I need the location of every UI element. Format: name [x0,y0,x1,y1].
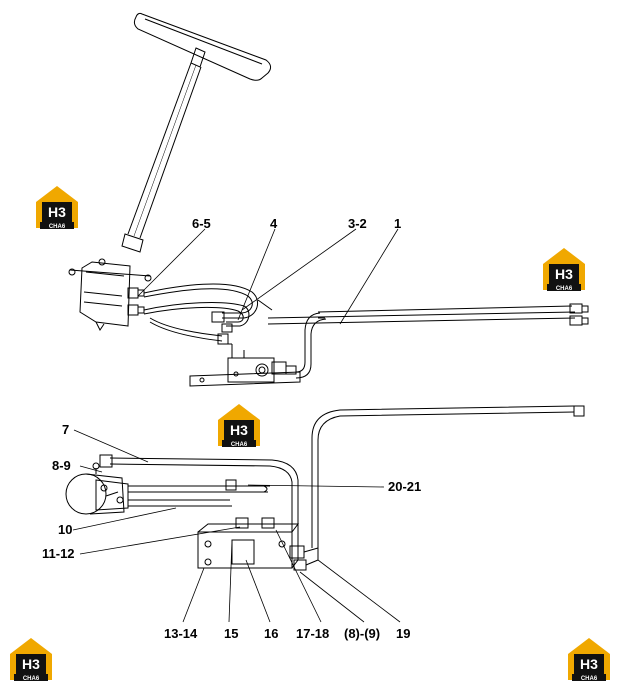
label-20-21: 20-21 [388,479,421,494]
upper-valve-block [189,343,301,387]
label-8-9-paren: (8)-(9) [344,626,380,641]
watermark-logo: H3 CHA6 [566,636,612,682]
lower-valve-block [197,517,319,571]
logo-text-top: H3 [230,422,248,438]
watermark-logo: H3 CHA6 [34,184,80,230]
logo-text-top: H3 [22,656,40,672]
motor-head [65,462,270,515]
watermark-logo: H3 CHA6 [8,636,54,682]
logo-text-bottom: CHA6 [23,676,40,682]
steering-wheel [133,12,272,81]
label-11-12: 11-12 [42,546,75,561]
logo-text-bottom: CHA6 [581,676,598,682]
upper-hose-loops [143,283,273,345]
label-3-2: 3-2 [348,216,367,231]
part-labels: 6-5 4 3-2 1 7 8-9 20-21 10 11-12 13-14 1… [42,216,421,641]
label-15: 15 [224,626,238,641]
logo-text-bottom: CHA6 [556,286,573,292]
label-8-9: 8-9 [52,458,71,473]
steering-gear-unit [68,258,152,331]
steering-column [121,62,202,253]
gear-fittings [127,287,145,316]
logo-text-bottom: CHA6 [231,442,248,448]
watermark-logo: H3 CHA6 [541,246,587,292]
logo-text-top: H3 [555,266,573,282]
label-1: 1 [394,216,401,231]
label-13-14: 13-14 [164,626,198,641]
label-19: 19 [396,626,410,641]
lower-long-tube [311,405,585,548]
logo-text-top: H3 [48,204,66,220]
label-7: 7 [62,422,69,437]
label-4: 4 [270,216,278,231]
label-17-18: 17-18 [296,626,329,641]
label-10: 10 [58,522,72,537]
logo-text-top: H3 [580,656,598,672]
leader-lines [72,228,401,623]
watermark-logo: H3 CHA6 [216,402,262,448]
label-16: 16 [264,626,278,641]
label-6-5: 6-5 [192,216,211,231]
long-tube-1 [267,303,589,379]
hose-7 [99,454,299,548]
logo-text-bottom: CHA6 [49,224,66,230]
